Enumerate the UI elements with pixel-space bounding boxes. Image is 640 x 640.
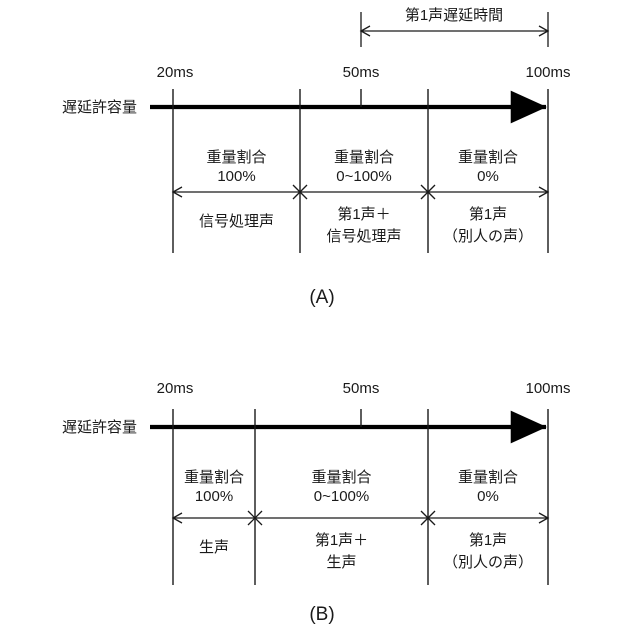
tick-label-middle-a: 50ms — [343, 64, 380, 81]
panel-caption-a: (A) — [309, 287, 334, 308]
ratio-value-a-2: 0% — [477, 168, 499, 185]
axis-label-a: 遅延許容量 — [62, 99, 137, 116]
ratio-heading-a-2: 重量割合 — [458, 149, 518, 166]
column-dividers-a — [172, 89, 549, 253]
figure-panel-a: 第1声遅延時間 20ms 50ms 100ms 遅延許容量 重量割合 100% — [62, 6, 571, 308]
panel-b-svg: 20ms 50ms 100ms 遅延許容量 重量割合 100% 重量割合 0~1… — [62, 380, 571, 625]
panel-caption-b: (B) — [309, 604, 334, 625]
panel-a-svg: 第1声遅延時間 20ms 50ms 100ms 遅延許容量 重量割合 100% — [62, 6, 571, 308]
axis-label-b: 遅延許容量 — [62, 419, 137, 436]
ratio-value-a-1: 0~100% — [336, 168, 391, 185]
figure-panel-b: 20ms 50ms 100ms 遅延許容量 重量割合 100% 重量割合 0~1… — [0, 320, 640, 640]
voice-cells-b: 生声 第1声＋ 生声 第1声 （別人の声） — [199, 531, 533, 571]
x-marker-b-2 — [420, 510, 436, 526]
x-marker-a-2 — [420, 184, 436, 200]
x-marker-b-1 — [247, 510, 263, 526]
delay-bracket-a: 第1声遅延時間 — [359, 6, 550, 47]
span-line-a — [171, 184, 550, 200]
ratio-heading-b-2: 重量割合 — [458, 469, 518, 486]
tick-label-end-b: 100ms — [525, 380, 570, 397]
voice-line2-a-2: （別人の声） — [443, 227, 533, 245]
tick-label-middle-b: 50ms — [343, 380, 380, 397]
voice-line2-b-1: 生声 — [326, 553, 356, 571]
column-dividers-b — [172, 409, 549, 585]
span-line-b — [171, 510, 550, 526]
voice-line1-a-2: 第1声 — [469, 205, 507, 223]
voice-line1-a-0: 信号処理声 — [199, 212, 274, 230]
voice-line2-b-2: （別人の声） — [443, 553, 533, 571]
ratio-cells-a: 重量割合 100% 重量割合 0~100% 重量割合 0% — [206, 149, 518, 185]
ratio-heading-b-1: 重量割合 — [311, 469, 371, 486]
tick-label-start-a: 20ms — [157, 64, 194, 81]
x-marker-a-1 — [292, 184, 308, 200]
bracket-label: 第1声遅延時間 — [405, 6, 503, 24]
voice-line2-a-1: 信号処理声 — [326, 227, 401, 245]
voice-line1-b-0: 生声 — [199, 538, 229, 556]
ratio-cells-b: 重量割合 100% 重量割合 0~100% 重量割合 0% — [184, 469, 518, 505]
ratio-heading-a-0: 重量割合 — [206, 149, 266, 166]
tick-label-end-a: 100ms — [525, 64, 570, 81]
tick-label-start-b: 20ms — [157, 380, 194, 397]
ratio-heading-b-0: 重量割合 — [184, 469, 244, 486]
ratio-value-b-2: 0% — [477, 488, 499, 505]
ratio-value-b-1: 0~100% — [314, 488, 369, 505]
voice-line1-b-1: 第1声＋ — [315, 531, 368, 549]
voice-line1-a-1: 第1声＋ — [337, 205, 390, 223]
ratio-value-a-0: 100% — [217, 168, 255, 185]
ratio-value-b-0: 100% — [195, 488, 233, 505]
voice-cells-a: 信号処理声 第1声＋ 信号処理声 第1声 （別人の声） — [199, 205, 533, 245]
voice-line1-b-2: 第1声 — [469, 531, 507, 549]
ratio-heading-a-1: 重量割合 — [334, 149, 394, 166]
